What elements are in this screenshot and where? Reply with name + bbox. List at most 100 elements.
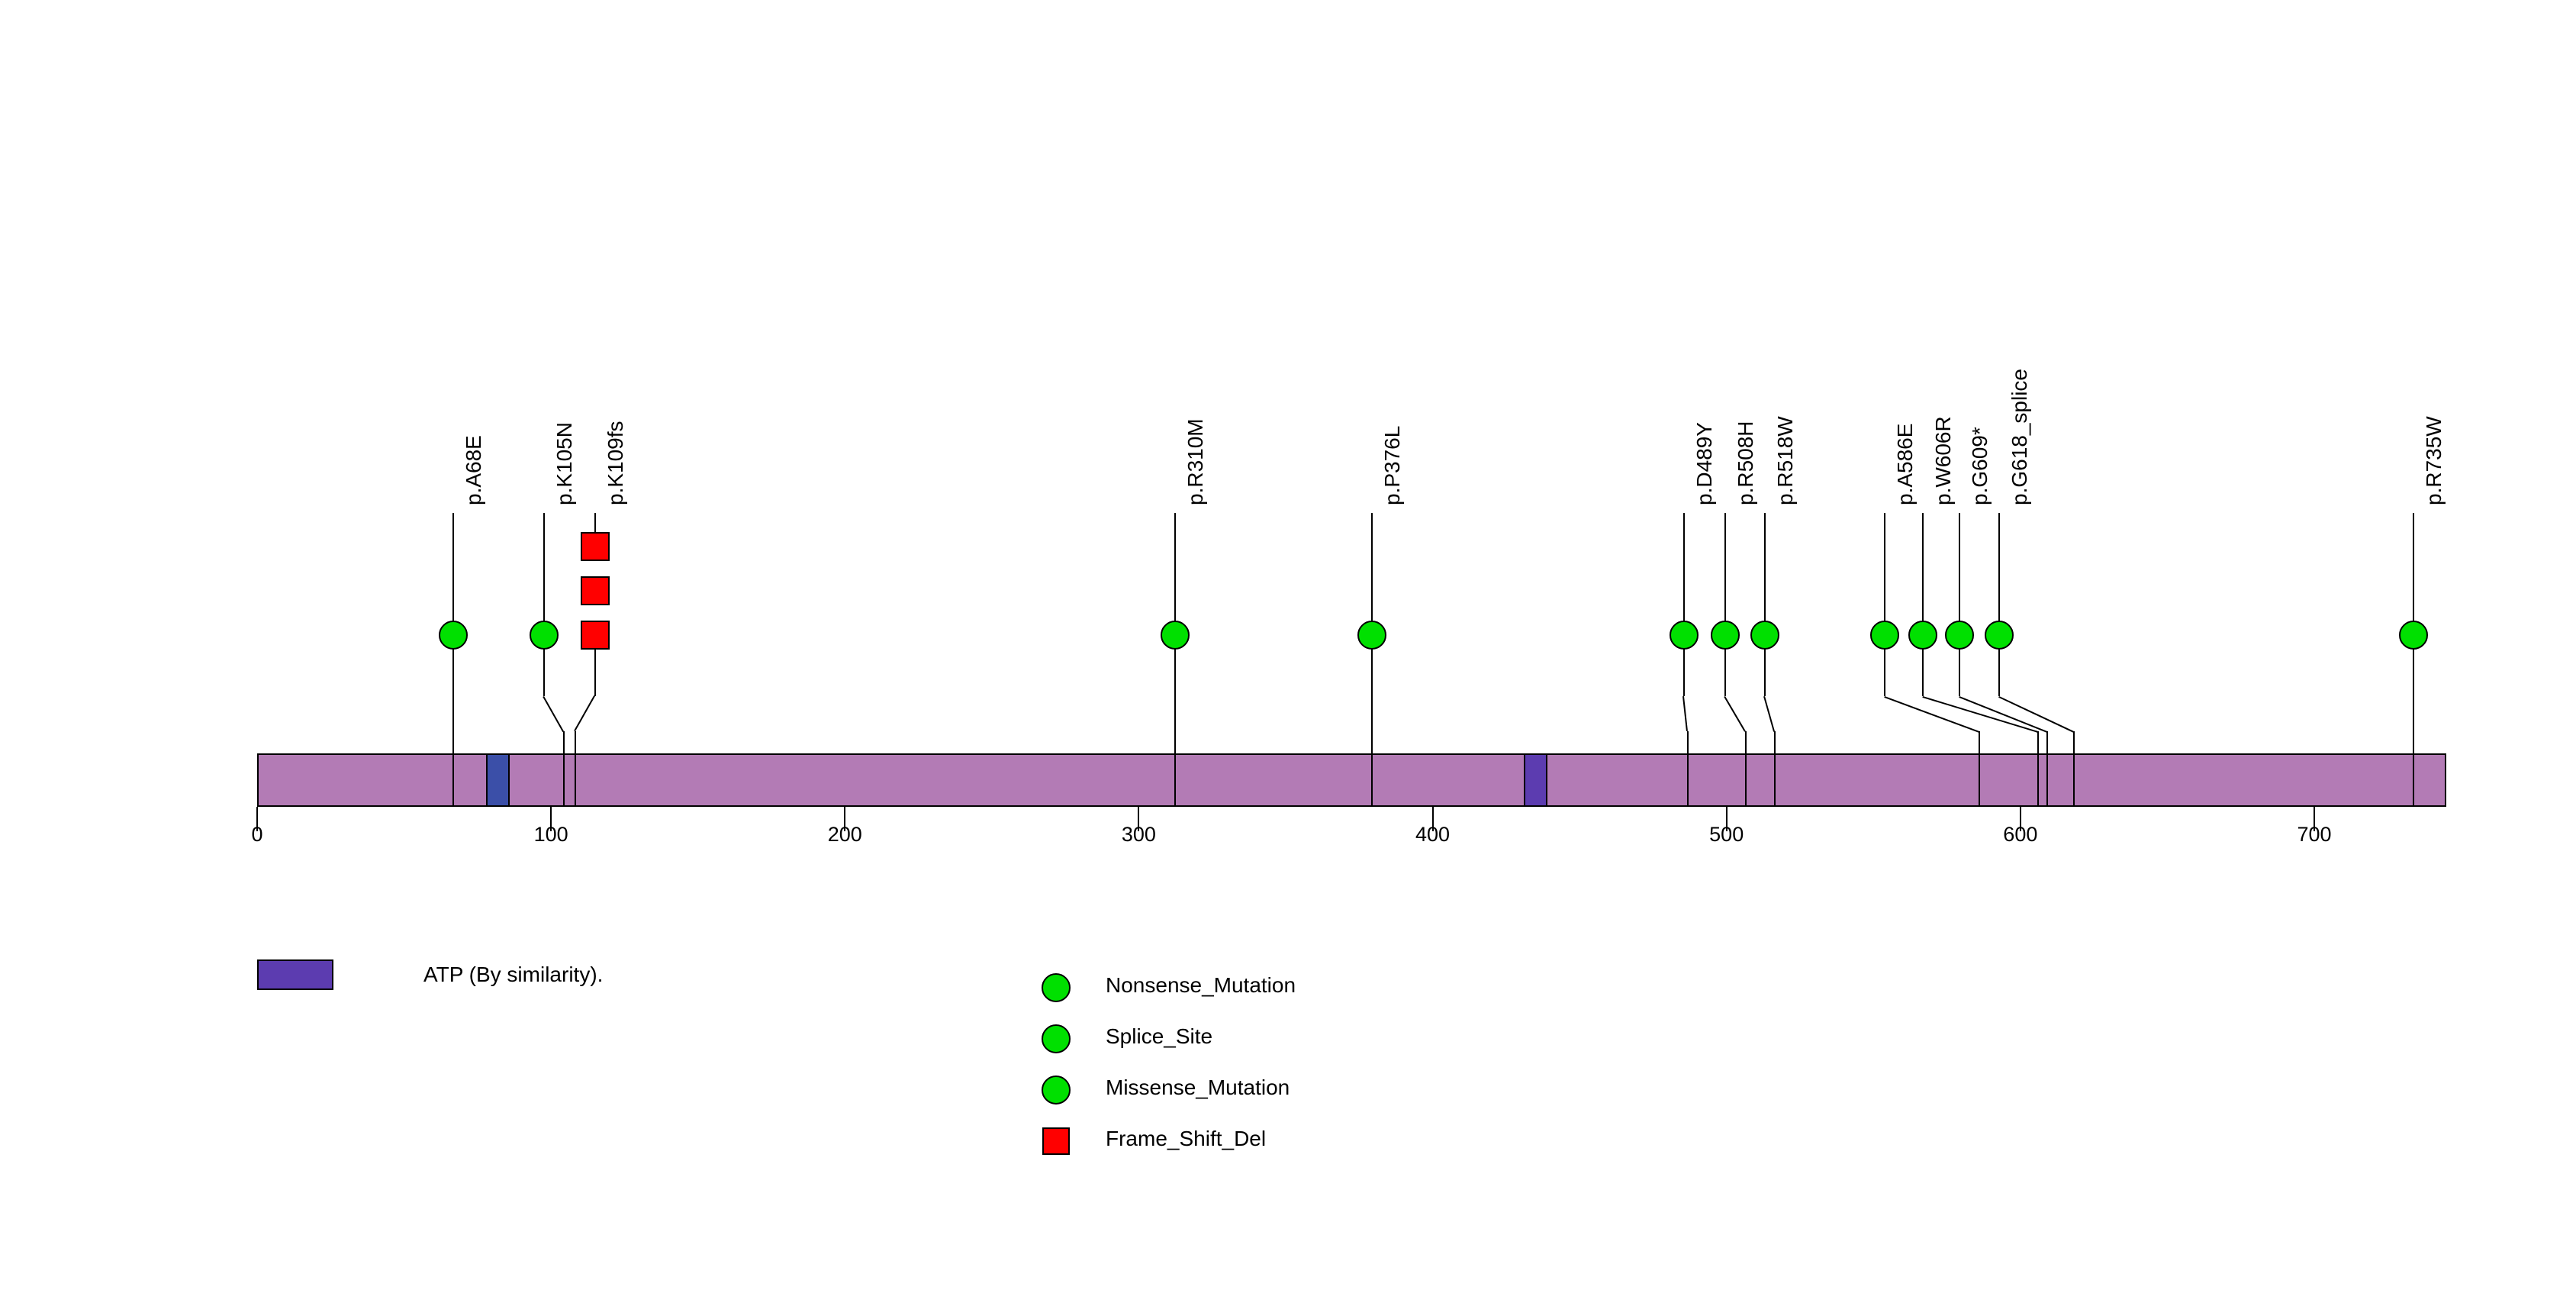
mutation-marker[interactable] bbox=[2399, 621, 2428, 650]
lollipop-stem bbox=[452, 696, 454, 807]
lollipop-stem bbox=[1998, 513, 2000, 635]
mutation-legend-label: Nonsense_Mutation bbox=[1106, 973, 1296, 997]
lollipop-stem bbox=[1724, 513, 1726, 635]
lollipop-stem bbox=[2046, 731, 2048, 807]
axis-tick-label: 200 bbox=[827, 823, 862, 846]
mutation-marker[interactable] bbox=[1750, 621, 1779, 650]
mutation-label: p.A68E bbox=[462, 435, 485, 505]
lollipop-stem bbox=[1371, 696, 1373, 807]
mutation-label: p.R508H bbox=[1734, 421, 1757, 505]
mutation-label: p.K105N bbox=[552, 422, 576, 505]
axis-tick bbox=[1138, 807, 1140, 831]
mutation-legend-swatch-circle bbox=[1042, 1076, 1071, 1105]
mutation-marker[interactable] bbox=[1870, 621, 1899, 650]
lollipop-stem bbox=[543, 513, 545, 635]
axis-tick-label: 0 bbox=[251, 823, 263, 846]
lollipop-stem bbox=[2073, 731, 2075, 807]
lollipop-stem bbox=[1371, 513, 1373, 635]
lollipop-stem bbox=[1774, 731, 1776, 807]
mutation-label: p.D489Y bbox=[1692, 422, 1716, 505]
axis-tick bbox=[550, 807, 552, 831]
mutation-marker-frameshift[interactable] bbox=[581, 621, 610, 650]
axis-tick bbox=[1431, 807, 1434, 831]
mutation-marker-frameshift[interactable] bbox=[581, 532, 610, 561]
domain-legend-label: ATP (By similarity). bbox=[423, 963, 604, 986]
axis-tick-label: 700 bbox=[2297, 823, 2332, 846]
axis-tick-label: 500 bbox=[1709, 823, 1744, 846]
lollipop-stem bbox=[1174, 696, 1176, 807]
lollipop-stem bbox=[2413, 696, 2414, 807]
lollipop-stem bbox=[452, 635, 454, 696]
mutation-label: p.R735W bbox=[2422, 416, 2446, 505]
lollipop-stem bbox=[1922, 513, 1924, 635]
lollipop-stem-bend bbox=[1682, 696, 1688, 732]
lollipop-stem bbox=[1979, 731, 1980, 807]
mutation-marker[interactable] bbox=[1711, 621, 1740, 650]
lollipop-stem bbox=[1371, 635, 1373, 696]
lollipop-stem bbox=[1683, 513, 1685, 635]
lollipop-stem bbox=[1998, 635, 2000, 696]
axis-tick-label: 300 bbox=[1121, 823, 1156, 846]
mutation-marker[interactable] bbox=[1357, 621, 1386, 650]
axis-tick-label: 400 bbox=[1415, 823, 1451, 846]
lollipop-stem bbox=[594, 513, 596, 547]
lollipop-stem-bend bbox=[1884, 696, 1979, 733]
mutation-marker[interactable] bbox=[1670, 621, 1699, 650]
protein-domain-atp bbox=[486, 753, 510, 807]
axis-tick-label: 600 bbox=[2003, 823, 2038, 846]
lollipop-stem bbox=[2413, 635, 2414, 696]
mutation-marker[interactable] bbox=[1985, 621, 2014, 650]
axis-tick bbox=[2019, 807, 2021, 831]
mutation-marker[interactable] bbox=[530, 621, 559, 650]
axis-tick bbox=[1725, 807, 1728, 831]
mutation-legend-label: Splice_Site bbox=[1106, 1024, 1213, 1048]
lollipop-stem-bend bbox=[1724, 696, 1746, 733]
mutation-marker[interactable] bbox=[1945, 621, 1974, 650]
mutation-legend-swatch-circle bbox=[1042, 1024, 1071, 1053]
mutation-label: p.A586E bbox=[1893, 423, 1917, 505]
axis-tick bbox=[844, 807, 846, 831]
domain-legend-swatch bbox=[257, 959, 333, 990]
mutation-marker-frameshift[interactable] bbox=[581, 576, 610, 605]
mutation-legend-label: Frame_Shift_Del bbox=[1106, 1127, 1267, 1150]
lollipop-stem-bend bbox=[1763, 696, 1775, 732]
lollipop-stem bbox=[1745, 731, 1747, 807]
protein-bar bbox=[257, 753, 2447, 807]
axis-tick bbox=[256, 807, 258, 831]
lollipop-stem bbox=[1174, 635, 1176, 696]
axis-tick-label: 100 bbox=[533, 823, 568, 846]
lollipop-stem bbox=[1922, 635, 1924, 696]
lollipop-stem bbox=[1724, 635, 1726, 696]
lollipop-stem bbox=[543, 635, 545, 696]
mutation-legend-swatch-circle bbox=[1042, 973, 1071, 1002]
mutation-marker[interactable] bbox=[1161, 621, 1190, 650]
lollipop-stem bbox=[2037, 731, 2039, 807]
lollipop-stem-bend bbox=[543, 696, 564, 732]
lollipop-stem bbox=[2413, 513, 2414, 635]
lollipop-stem bbox=[1959, 513, 1960, 635]
lollipop-stem bbox=[1884, 635, 1885, 696]
mutation-legend-swatch-square bbox=[1042, 1127, 1070, 1155]
lollipop-stem bbox=[575, 731, 576, 807]
mutation-label: p.P376L bbox=[1380, 425, 1404, 505]
lollipop-stem-bend bbox=[574, 695, 595, 731]
mutation-label: p.W606R bbox=[1931, 416, 1955, 505]
lollipop-stem bbox=[563, 731, 565, 807]
lollipop-stem bbox=[1687, 731, 1689, 807]
lollipop-stem bbox=[594, 635, 596, 696]
mutation-legend-label: Missense_Mutation bbox=[1106, 1076, 1290, 1099]
mutation-label: p.G618_splice bbox=[2008, 368, 2031, 505]
lollipop-stem-bend bbox=[1922, 696, 2038, 733]
protein-domain-atp bbox=[1523, 753, 1547, 807]
mutation-marker[interactable] bbox=[1908, 621, 1937, 650]
axis-tick bbox=[2313, 807, 2315, 831]
mutation-label: p.R518W bbox=[1773, 416, 1797, 505]
mutation-marker[interactable] bbox=[439, 621, 468, 650]
lollipop-stem bbox=[452, 513, 454, 635]
lollipop-stem bbox=[1764, 635, 1766, 696]
mutation-label: p.K109fs bbox=[604, 421, 627, 505]
mutation-label: p.R310M bbox=[1183, 418, 1207, 505]
mutation-label: p.G609* bbox=[1968, 427, 1992, 505]
lollipop-stem bbox=[1683, 635, 1685, 696]
